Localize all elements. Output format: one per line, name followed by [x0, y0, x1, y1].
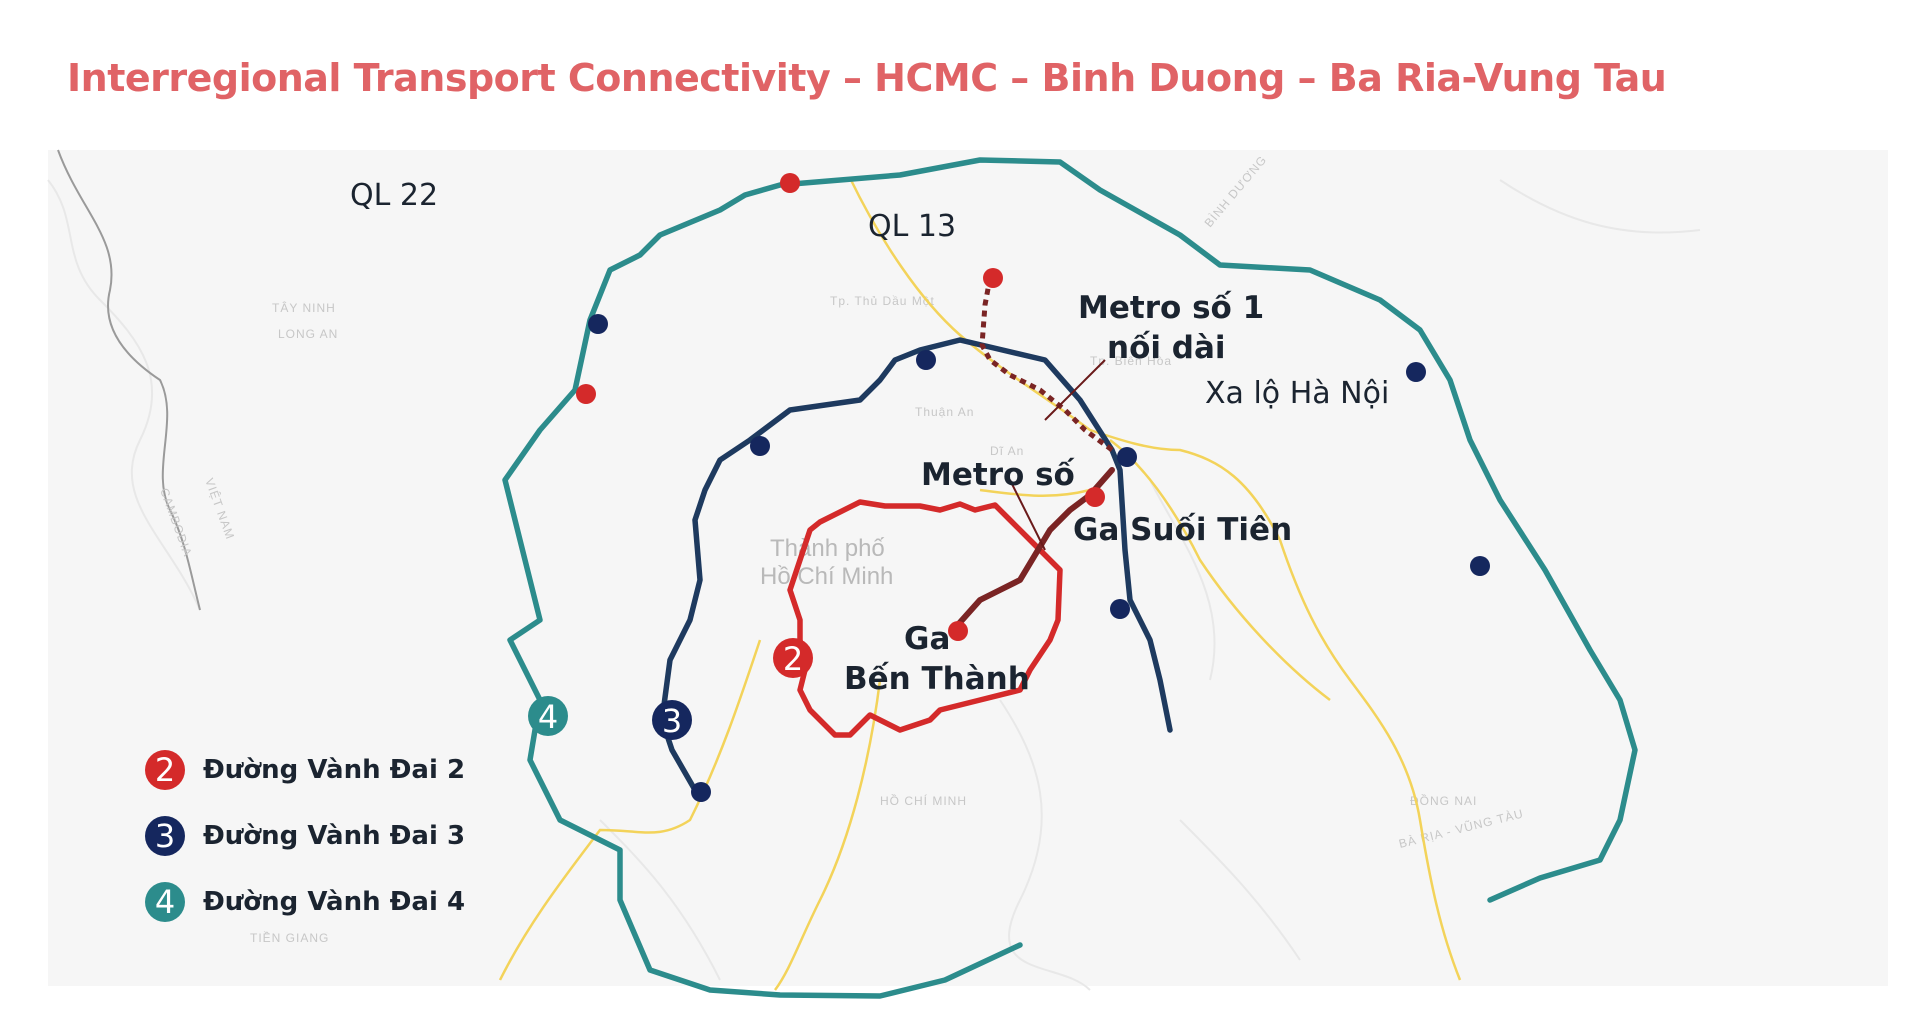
basemap-label-thuan-an: Thuận An — [915, 405, 974, 419]
stop-marker-navy — [750, 436, 770, 456]
legend-item-ring3: 3 Đường Vành Đai 3 — [145, 803, 465, 869]
ring-road-3 — [659, 337, 1173, 793]
stop-marker-navy — [1470, 556, 1490, 576]
label-metro1-ext-line2: nối dài — [1107, 330, 1226, 366]
legend: 2 Đường Vành Đai 2 3 Đường Vành Đai 3 4 … — [145, 737, 465, 935]
highway-east — [1109, 439, 1331, 701]
stop-marker-red — [576, 384, 596, 404]
legend-label: Đường Vành Đai 4 — [203, 887, 466, 917]
label-ga-suoi-tien: Ga Suối Tiên — [1073, 512, 1292, 548]
metro-stop-extension-end — [983, 268, 1003, 288]
leader-metro-ext — [1044, 359, 1106, 421]
stop-marker-navy — [588, 314, 608, 334]
basemap-background — [48, 150, 1888, 986]
stop-marker-navy — [1117, 447, 1137, 467]
page-title: Interregional Transport Connectivity – H… — [67, 56, 1667, 100]
metro-stop-suoi-tien — [1085, 487, 1105, 507]
highway-inner — [979, 488, 1091, 497]
ring-2-marker: 2 — [773, 638, 813, 678]
city-label-line2: Hồ Chí Minh — [760, 563, 893, 590]
basemap-label-di-an: Dĩ An — [990, 444, 1024, 458]
label-ql13: QL 13 — [868, 209, 956, 244]
basemap-label-long-an: LONG AN — [278, 327, 338, 341]
highways — [498, 177, 1462, 991]
basemap-label-hcm: HỒ CHÍ MINH — [880, 793, 967, 808]
stop-marker-navy — [1110, 599, 1130, 619]
basemap-label-tay-ninh: TÂY NINH — [272, 300, 336, 315]
label-ql22: QL 22 — [350, 178, 438, 213]
legend-item-ring4: 4 Đường Vành Đai 4 — [145, 869, 465, 935]
label-ben-thanh: Bến Thành — [844, 661, 1030, 697]
legend-item-ring2: 2 Đường Vành Đai 2 — [145, 737, 465, 803]
legend-label: Đường Vành Đai 2 — [203, 755, 466, 785]
highway-west — [498, 639, 762, 981]
country-border — [57, 149, 201, 611]
ring-4-marker: 4 — [528, 696, 568, 736]
basemap-label-bien-hoa: Tp. Biên Hòa — [1090, 354, 1172, 368]
ring-4-number: 4 — [538, 698, 558, 736]
stop-marker-red — [780, 173, 800, 193]
legend-badge: 3 — [145, 816, 185, 856]
label-xa-lo-ha-noi: Xa lộ Hà Nội — [1205, 376, 1389, 411]
metro-stop-ben-thanh — [948, 621, 968, 641]
label-ga: Ga — [904, 621, 950, 657]
highway-south — [773, 679, 882, 991]
city-label-line1: Thành phố — [770, 535, 885, 562]
ring-road-2 — [787, 499, 1063, 738]
legend-badge: 2 — [145, 750, 185, 790]
ring-3-number: 3 — [662, 702, 682, 740]
stop-marker-navy — [1406, 362, 1426, 382]
label-metro-so: Metro số — [921, 457, 1076, 493]
basemap-label-tien-giang: TIỀN GIANG — [250, 930, 329, 945]
metro-line-1 — [952, 467, 1115, 631]
label-metro1-ext-line1: Metro số 1 — [1078, 290, 1264, 326]
legend-badge: 4 — [145, 882, 185, 922]
stop-marker-navy — [916, 350, 936, 370]
ring-2-number: 2 — [783, 640, 803, 678]
leader-metro-so — [1009, 479, 1046, 551]
highway-ql13 — [848, 177, 1462, 981]
legend-label: Đường Vành Đai 3 — [203, 821, 466, 851]
ring-3-marker: 3 — [652, 700, 692, 740]
ring-road-4 — [502, 157, 1638, 999]
basemap-label-thu-dau-mot: Tp. Thủ Dầu Một — [830, 294, 935, 308]
basemap-label-dong-nai: ĐỒNG NAI — [1410, 793, 1477, 808]
stop-marker-navy — [691, 782, 711, 802]
